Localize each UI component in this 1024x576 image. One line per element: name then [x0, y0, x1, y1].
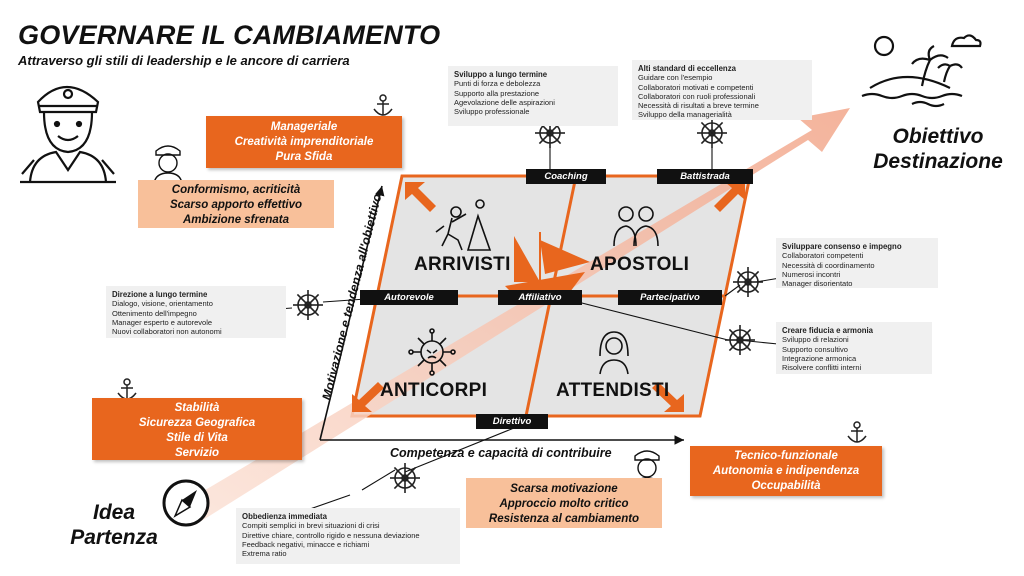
- card-title: Creare fiducia e armonia: [782, 326, 874, 335]
- card-line: Extrema ratio: [242, 549, 287, 559]
- anchor-line: Servizio: [174, 447, 220, 459]
- card-direttivo: Obbedienza immediata Compiti semplici in…: [236, 508, 460, 564]
- card-line: Numerosi incontri: [782, 269, 841, 279]
- woman-icon: [599, 331, 629, 375]
- card-line: Risolvere conflitti interni: [782, 363, 862, 373]
- horizontal-axis-label: Competenza e capacità di contribuire: [390, 446, 612, 460]
- card-affiliativo: Creare fiducia e armonia Sviluppo di rel…: [776, 322, 932, 374]
- ship-wheel-icon: [725, 325, 755, 355]
- anchor-icons: [117, 94, 867, 443]
- corner-arrows: [352, 182, 745, 412]
- anchor-box-bottom-right: Tecnico-funzionale Autonomia e indipende…: [690, 446, 882, 496]
- anchor-box-top-left: Manageriale Creatività imprenditoriale P…: [206, 116, 402, 168]
- card-line: Guidare con l'esempio: [638, 73, 713, 83]
- ship-wheel-icon: [733, 267, 763, 297]
- anchor-line: Occupabilità: [751, 480, 821, 492]
- risk-line: Scarsa motivazione: [510, 483, 618, 495]
- ship-wheel-icon: [390, 463, 420, 493]
- card-line: Manager esperto e autorevole: [112, 317, 213, 327]
- anchor-icon: [847, 421, 867, 443]
- anchor-icon: [373, 94, 393, 116]
- card-line: Collaboratori motivati e competenti: [638, 82, 754, 92]
- axes: [319, 185, 684, 445]
- card-line: Necessità di coordinamento: [782, 260, 875, 270]
- card-line: Supporto alla prestazione: [454, 88, 540, 98]
- island-icon: [861, 34, 982, 108]
- card-line: Collaboratori con ruoli professionali: [638, 91, 756, 101]
- risk-line: Resistenza al cambiamento: [488, 513, 640, 525]
- card-line: Compiti semplici in brevi situazioni di …: [242, 521, 380, 531]
- card-line: Sviluppo di relazioni: [782, 335, 849, 345]
- style-tag-partecipativo: Partecipativo: [618, 290, 722, 305]
- card-line: Collaboratori competenti: [782, 251, 864, 261]
- risk-box-top-left: Conformismo, acriticità Scarso apporto e…: [138, 180, 334, 228]
- card-title: Sviluppo a lungo termine: [454, 70, 548, 79]
- card-line: Feedback negativi, minacce e richiami: [242, 539, 370, 549]
- style-tag-coaching: Coaching: [526, 169, 606, 184]
- card-title: Obbedienza immediata: [242, 512, 327, 521]
- ship-wheel-icon: [697, 118, 727, 148]
- page-subtitle: Attraverso gli stili di leadership e le …: [18, 53, 350, 68]
- card-line: Integrazione armonica: [782, 353, 857, 363]
- card-line: Agevolazione delle aspirazioni: [454, 97, 555, 107]
- card-coaching: Sviluppo a lungo termine Punti di forza …: [448, 66, 618, 126]
- risk-box-bottom: Scarsa motivazione Approccio molto criti…: [466, 478, 662, 528]
- goal-label: Obiettivo Destinazione: [858, 124, 1018, 174]
- anchor-line: Creatività imprenditoriale: [234, 136, 374, 148]
- risk-line: Ambizione sfrenata: [182, 214, 290, 226]
- anchor-box-bottom-left: Stabilità Sicurezza Geografica Stile di …: [92, 398, 302, 460]
- sailor-icon: [153, 145, 183, 184]
- card-line: Direttive chiare, controllo rigido e nes…: [242, 530, 420, 540]
- quadrant-label-anticorpi: ANTICORPI: [380, 380, 488, 401]
- card-line: Manager disorientato: [782, 279, 853, 289]
- card-title: Alti standard di eccellenza: [638, 64, 736, 73]
- card-line: Sviluppo della managerialità: [638, 110, 732, 120]
- card-battistrada: Alti standard di eccellenza Guidare con …: [632, 60, 812, 120]
- climber-icon: [435, 199, 492, 251]
- card-partecipativo: Sviluppare consenso e impegno Collaborat…: [776, 238, 938, 288]
- goal-label-line1: Obiettivo: [892, 125, 984, 148]
- anchor-line: Stile di Vita: [166, 432, 228, 444]
- goal-label-line2: Destinazione: [873, 150, 1003, 173]
- start-label-line1: Idea: [92, 501, 136, 524]
- style-tag-battistrada: Battistrada: [657, 169, 753, 184]
- card-line: Supporto consultivo: [782, 344, 848, 354]
- anchor-line: Stabilità: [174, 402, 220, 414]
- style-tag-direttivo: Direttivo: [476, 414, 548, 429]
- captain-icon: [20, 86, 116, 184]
- page-title: GOVERNARE IL CAMBIAMENTO: [18, 20, 441, 50]
- style-tag-affiliativo: Affiliativo: [498, 290, 582, 305]
- card-line: Ottenimento dell'impegno: [112, 308, 197, 318]
- anchor-line: Sicurezza Geografica: [138, 417, 256, 429]
- compass-icon: [162, 479, 210, 527]
- risk-line: Scarso apporto effettivo: [169, 199, 303, 211]
- card-line: Dialogo, visione, orientamento: [112, 299, 213, 309]
- quadrant-label-attendisti: ATTENDISTI: [556, 380, 670, 401]
- card-autorevole: Direzione a lungo termine Dialogo, visio…: [106, 286, 286, 338]
- card-line: Nuovi collaboratori non autonomi: [112, 327, 222, 337]
- card-title: Direzione a lungo termine: [112, 290, 208, 299]
- start-label: Idea Partenza: [54, 500, 174, 550]
- card-line: Necessità di risultati a breve termine: [638, 101, 759, 111]
- card-line: Punti di forza e debolezza: [454, 79, 541, 89]
- quadrant-label-apostoli: APOSTOLI: [590, 254, 690, 275]
- card-title: Sviluppare consenso e impegno: [782, 242, 902, 251]
- couple-icon: [613, 206, 659, 247]
- start-label-line2: Partenza: [70, 526, 158, 549]
- anchor-line: Tecnico-funzionale: [734, 450, 838, 462]
- card-line: Sviluppo professionale: [454, 107, 530, 117]
- risk-line: Approccio molto critico: [499, 498, 629, 510]
- ship-wheel-icon: [293, 290, 323, 320]
- risk-line: Conformismo, acriticità: [171, 184, 301, 196]
- anchor-line: Pura Sfida: [275, 151, 333, 163]
- anchor-icon: [117, 378, 137, 400]
- virus-icon: [408, 328, 456, 376]
- anchor-line: Manageriale: [270, 121, 338, 133]
- anchor-line: Autonomia e indipendenza: [712, 465, 860, 477]
- style-tag-autorevole: Autorevole: [360, 290, 458, 305]
- journey-path-arrow: [180, 108, 850, 525]
- quadrant-label-arrivisti: ARRIVISTI: [414, 254, 511, 275]
